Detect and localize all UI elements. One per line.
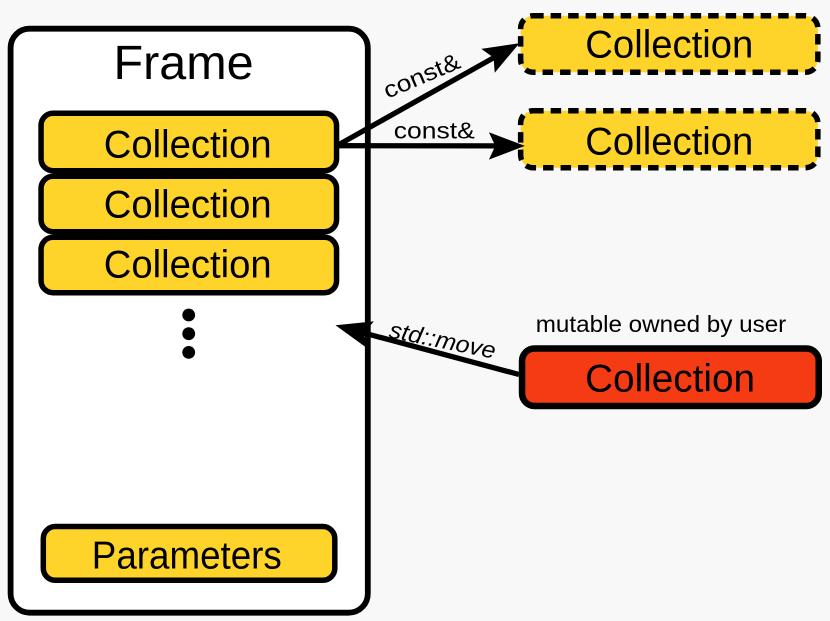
svg-text:const&: const& [394, 118, 476, 144]
svg-text:mutable owned by user: mutable owned by user [536, 311, 787, 337]
svg-text:Collection: Collection [585, 358, 755, 401]
svg-text:Collection: Collection [104, 184, 272, 227]
svg-text:Collection: Collection [104, 244, 272, 287]
svg-text:Parameters: Parameters [92, 535, 282, 578]
svg-text:Collection: Collection [585, 24, 753, 67]
svg-text:Frame: Frame [113, 36, 253, 90]
svg-text:Collection: Collection [585, 121, 753, 164]
svg-text:Collection: Collection [104, 124, 272, 167]
